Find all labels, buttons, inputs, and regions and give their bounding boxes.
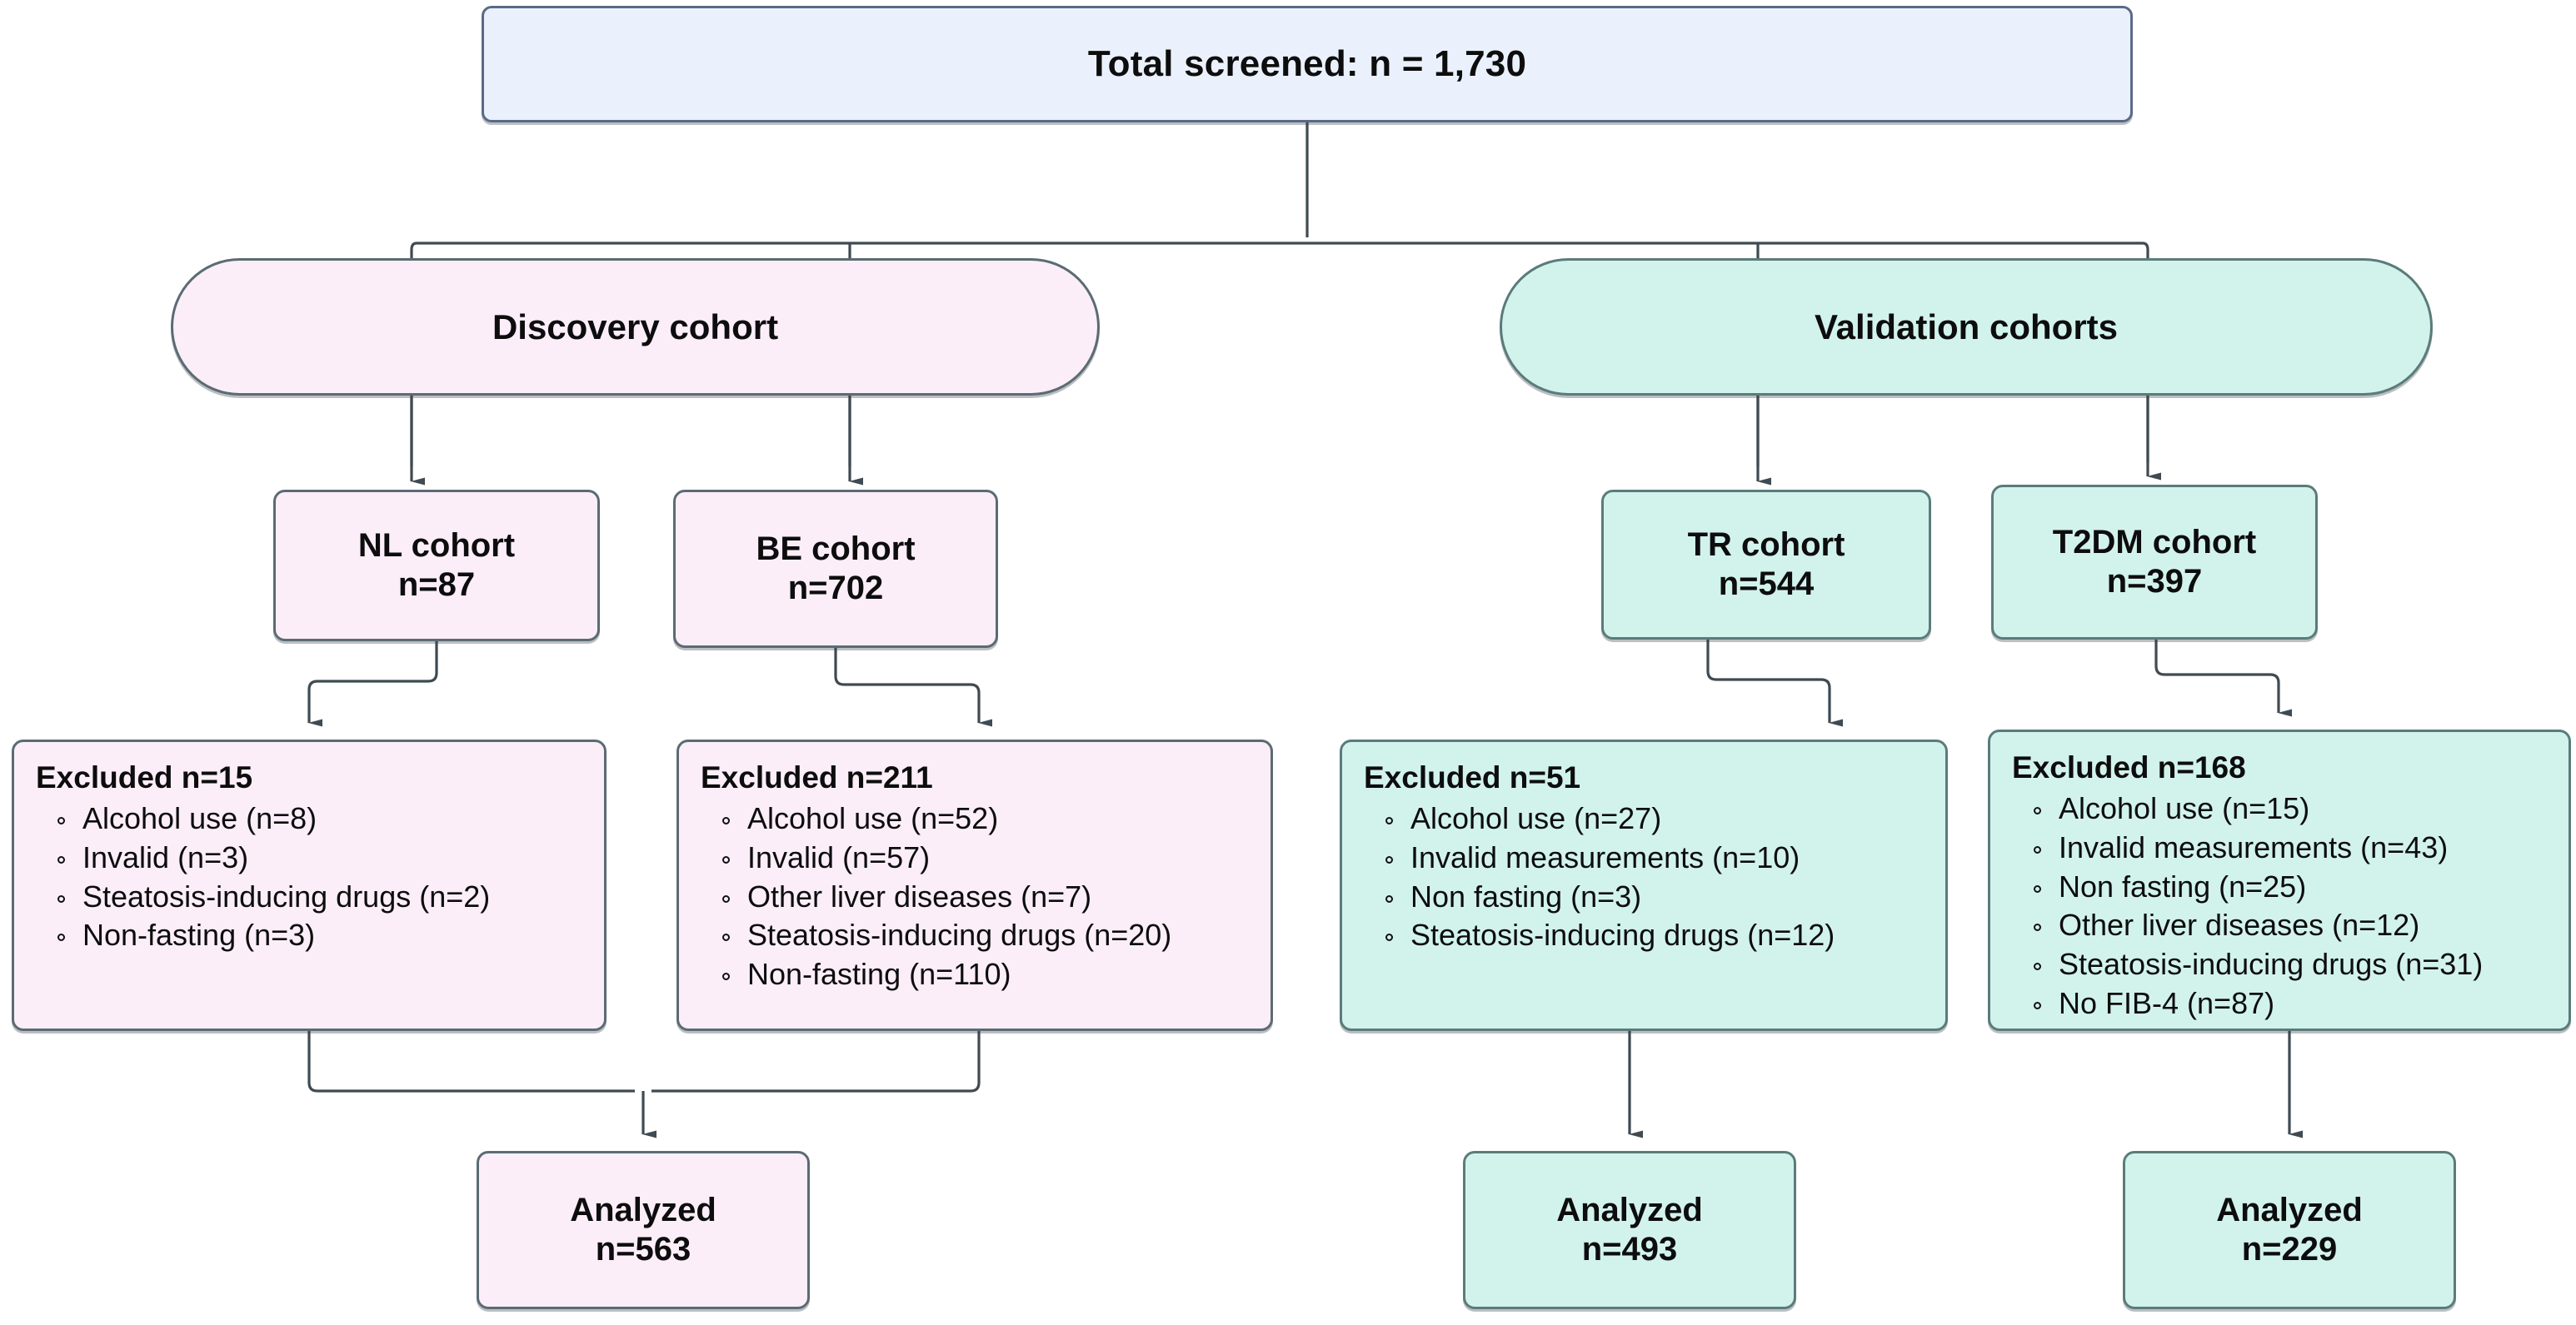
excluded-nl-header: Excluded n=15 xyxy=(36,760,253,795)
edge-nl-excluded xyxy=(307,641,438,727)
discovery-group-label: Discovery cohort xyxy=(492,306,779,346)
exclusion-reason-item: Invalid measurements (n=43) xyxy=(2030,829,2483,868)
edge-excl-nl-merge xyxy=(307,1031,635,1093)
excluded-be-header: Excluded n=211 xyxy=(701,760,933,795)
analyzed-tr-count: n=493 xyxy=(1581,1231,1678,1268)
exclusion-reason-item: Non-fasting (n=110) xyxy=(719,955,1171,994)
node-excluded-nl[interactable]: Excluded n=15 Alcohol use (n=8)Invalid (… xyxy=(12,740,607,1031)
excluded-nl-reason-list: Alcohol use (n=8)Invalid (n=3)Steatosis-… xyxy=(36,799,490,955)
validation-group-label: Validation cohorts xyxy=(1814,306,2119,346)
exclusion-reason-item: Alcohol use (n=8) xyxy=(54,799,490,839)
excluded-tr-reason-list: Alcohol use (n=27)Invalid measurements (… xyxy=(1364,799,1835,955)
analyzed-tr-label: Analyzed xyxy=(1556,1191,1703,1228)
nl-cohort-label: NL cohort xyxy=(357,526,516,564)
exclusion-reason-item: Other liver diseases (n=7) xyxy=(719,878,1171,917)
edge-be-excluded xyxy=(834,648,992,727)
exclusion-reason-item: Alcohol use (n=27) xyxy=(1382,799,1835,839)
edge-excl-be-merge xyxy=(651,1031,981,1093)
analyzed-t2dm-count: n=229 xyxy=(2241,1231,2338,1268)
node-analyzed-tr[interactable]: Analyzed n=493 xyxy=(1463,1151,1796,1309)
excluded-t2dm-reason-list: Alcohol use (n=15)Invalid measurements (… xyxy=(2012,790,2483,1024)
be-cohort-label: BE cohort xyxy=(756,530,916,567)
node-nl-cohort[interactable]: NL cohort n=87 xyxy=(273,490,600,641)
edge-t2dm-excluded xyxy=(2154,640,2292,717)
node-excluded-be[interactable]: Excluded n=211 Alcohol use (n=52)Invalid… xyxy=(676,740,1273,1031)
node-be-cohort[interactable]: BE cohort n=702 xyxy=(673,490,998,648)
node-excluded-tr[interactable]: Excluded n=51 Alcohol use (n=27)Invalid … xyxy=(1340,740,1948,1031)
be-cohort-count: n=702 xyxy=(787,570,884,606)
node-t2dm-cohort[interactable]: T2DM cohort n=397 xyxy=(1991,485,2318,640)
exclusion-reason-item: Non fasting (n=3) xyxy=(1382,878,1835,917)
analyzed-discovery-label: Analyzed xyxy=(570,1191,716,1228)
node-tr-cohort[interactable]: TR cohort n=544 xyxy=(1601,490,1931,640)
nl-cohort-count: n=87 xyxy=(397,566,476,603)
exclusion-reason-item: Non-fasting (n=3) xyxy=(54,916,490,955)
excluded-be-reason-list: Alcohol use (n=52)Invalid (n=57)Other li… xyxy=(701,799,1171,994)
edge-tr-excluded xyxy=(1706,640,1843,727)
exclusion-reason-item: No FIB-4 (n=87) xyxy=(2030,984,2483,1024)
node-total-screened[interactable]: Total screened: n = 1,730 xyxy=(482,6,2133,122)
node-analyzed-discovery[interactable]: Analyzed n=563 xyxy=(477,1151,810,1309)
exclusion-reason-item: Steatosis-inducing drugs (n=12) xyxy=(1382,916,1835,955)
exclusion-reason-item: Alcohol use (n=15) xyxy=(2030,790,2483,829)
exclusion-reason-item: Non fasting (n=25) xyxy=(2030,868,2483,907)
total-screened-label: Total screened: n = 1,730 xyxy=(1087,43,1527,85)
exclusion-reason-item: Alcohol use (n=52) xyxy=(719,799,1171,839)
exclusion-reason-item: Other liver diseases (n=12) xyxy=(2030,906,2483,945)
t2dm-cohort-label: T2DM cohort xyxy=(2052,523,2257,560)
excluded-t2dm-header: Excluded n=168 xyxy=(2012,750,2246,785)
exclusion-reason-item: Invalid measurements (n=10) xyxy=(1382,839,1835,878)
analyzed-discovery-count: n=563 xyxy=(595,1231,691,1268)
exclusion-reason-item: Steatosis-inducing drugs (n=31) xyxy=(2030,945,2483,984)
analyzed-t2dm-label: Analyzed xyxy=(2216,1191,2363,1228)
tr-cohort-count: n=544 xyxy=(1718,565,1815,602)
exclusion-reason-item: Steatosis-inducing drugs (n=2) xyxy=(54,878,490,917)
excluded-tr-header: Excluded n=51 xyxy=(1364,760,1581,795)
node-validation-cohorts-group[interactable]: Validation cohorts xyxy=(1500,258,2433,396)
exclusion-reason-item: Invalid (n=3) xyxy=(54,839,490,878)
tr-cohort-label: TR cohort xyxy=(1687,526,1845,563)
node-analyzed-t2dm[interactable]: Analyzed n=229 xyxy=(2123,1151,2456,1309)
exclusion-reason-item: Steatosis-inducing drugs (n=20) xyxy=(719,916,1171,955)
exclusion-reason-item: Invalid (n=57) xyxy=(719,839,1171,878)
node-excluded-t2dm[interactable]: Excluded n=168 Alcohol use (n=15)Invalid… xyxy=(1988,730,2571,1031)
node-discovery-cohort-group[interactable]: Discovery cohort xyxy=(171,258,1100,396)
t2dm-cohort-count: n=397 xyxy=(2106,563,2203,600)
